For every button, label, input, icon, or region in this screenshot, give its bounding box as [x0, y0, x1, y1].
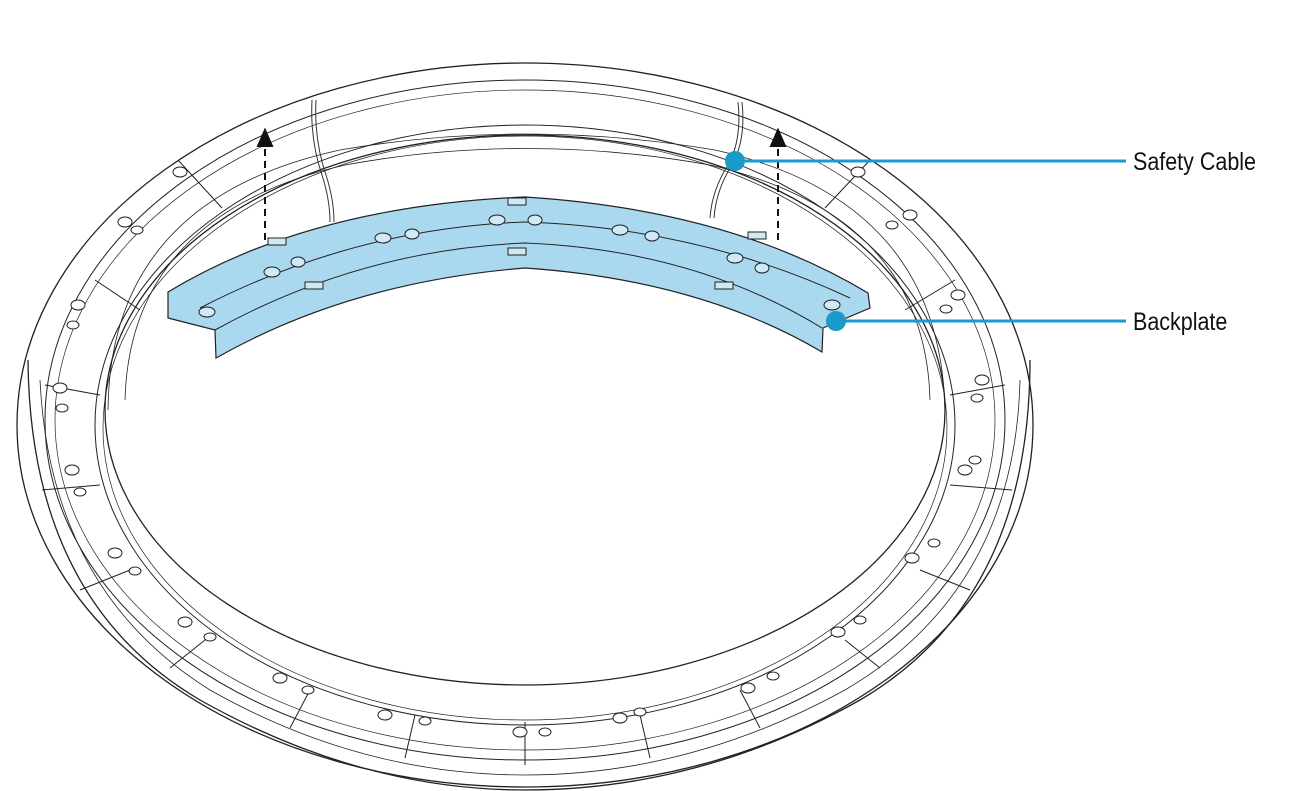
safety-cable-callout: Safety Cable: [725, 147, 1256, 175]
ring-connector-brackets: [52, 166, 990, 738]
safety-cable-marker-dot: [725, 151, 745, 171]
backplate-callout: Backplate: [826, 307, 1227, 335]
lift-arrows: [256, 127, 787, 240]
backplate-marker-dot: [826, 311, 846, 331]
backplate-highlight: [167, 196, 871, 360]
fixture-outer-rim: [16, 62, 1034, 791]
ring-band: [44, 79, 1006, 761]
ring-segment-dividers: [41, 159, 1013, 765]
backplate-label: Backplate: [1133, 307, 1227, 335]
safety-cable-label: Safety Cable: [1133, 147, 1256, 175]
